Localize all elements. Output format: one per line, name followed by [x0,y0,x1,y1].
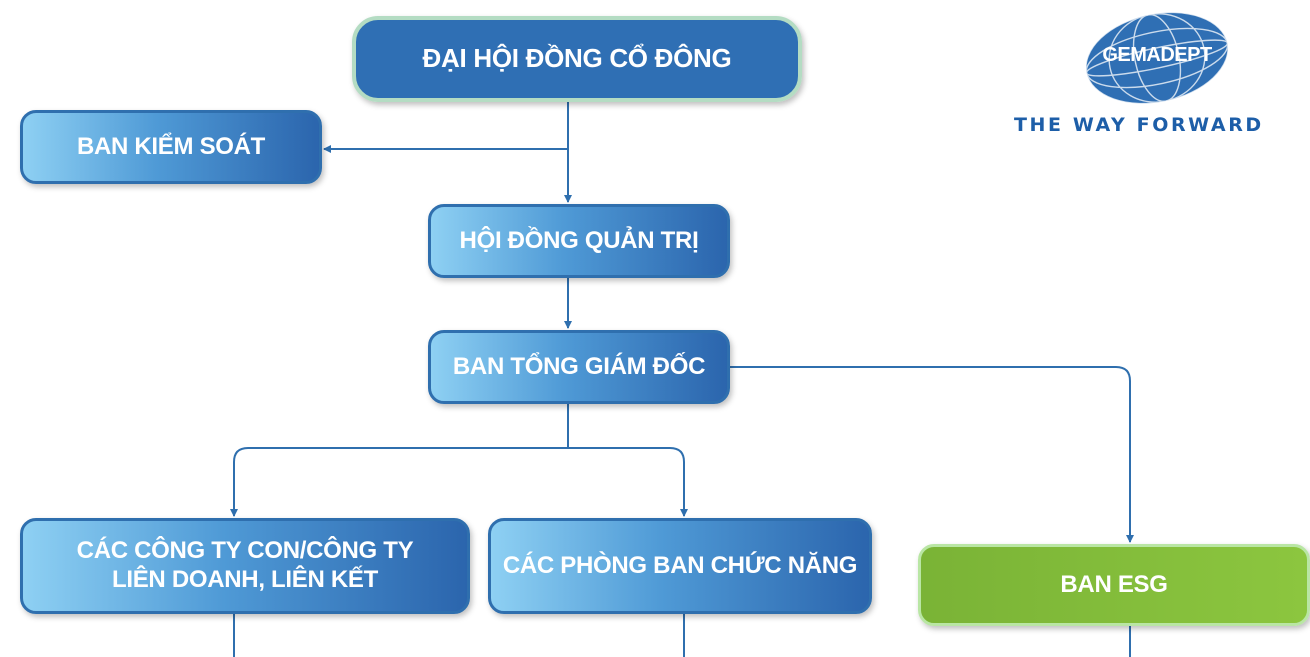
gemadept-logo: GEMADEPT THE WAY FORWARD [1010,10,1310,140]
node-label: BAN TỔNG GIÁM ĐỐC [452,352,706,380]
node-label: BAN ESG [1060,570,1168,598]
node-board-of-management: BAN TỔNG GIÁM ĐỐC [428,330,730,404]
node-functional-departments: CÁC PHÒNG BAN CHỨC NĂNG [488,518,872,614]
node-esg-committee: BAN ESG [918,544,1310,626]
node-label-line2: LIÊN DOANH, LIÊN KẾT [111,566,378,593]
node-board-of-directors: HỘI ĐỒNG QUẢN TRỊ [428,204,730,278]
node-label: BAN KIỂM SOÁT [76,132,266,160]
node-label-line1: CÁC CÔNG TY CON/CÔNG TY [76,537,414,565]
edge-management-to-esg [730,366,1134,543]
node-label: CÁC PHÒNG BAN CHỨC NĂNG [502,551,858,579]
logo-tagline: THE WAY FORWARD [1014,114,1264,136]
edge-management-to-departments [568,447,688,517]
node-label: ĐẠI HỘI ĐỒNG CỔ ĐÔNG [422,43,732,74]
node-label: HỘI ĐỒNG QUẢN TRỊ [459,226,699,254]
edge-management-to-subsidiaries [230,447,568,517]
globe-icon [1085,11,1229,105]
node-subsidiaries: CÁC CÔNG TY CON/CÔNG TY LIÊN DOANH, LIÊN… [20,518,470,614]
logo-brand-text: GEMADEPT [1102,44,1212,66]
node-shareholders-meeting: ĐẠI HỘI ĐỒNG CỔ ĐÔNG [352,16,802,102]
node-supervisory-board: BAN KIỂM SOÁT [20,110,322,184]
